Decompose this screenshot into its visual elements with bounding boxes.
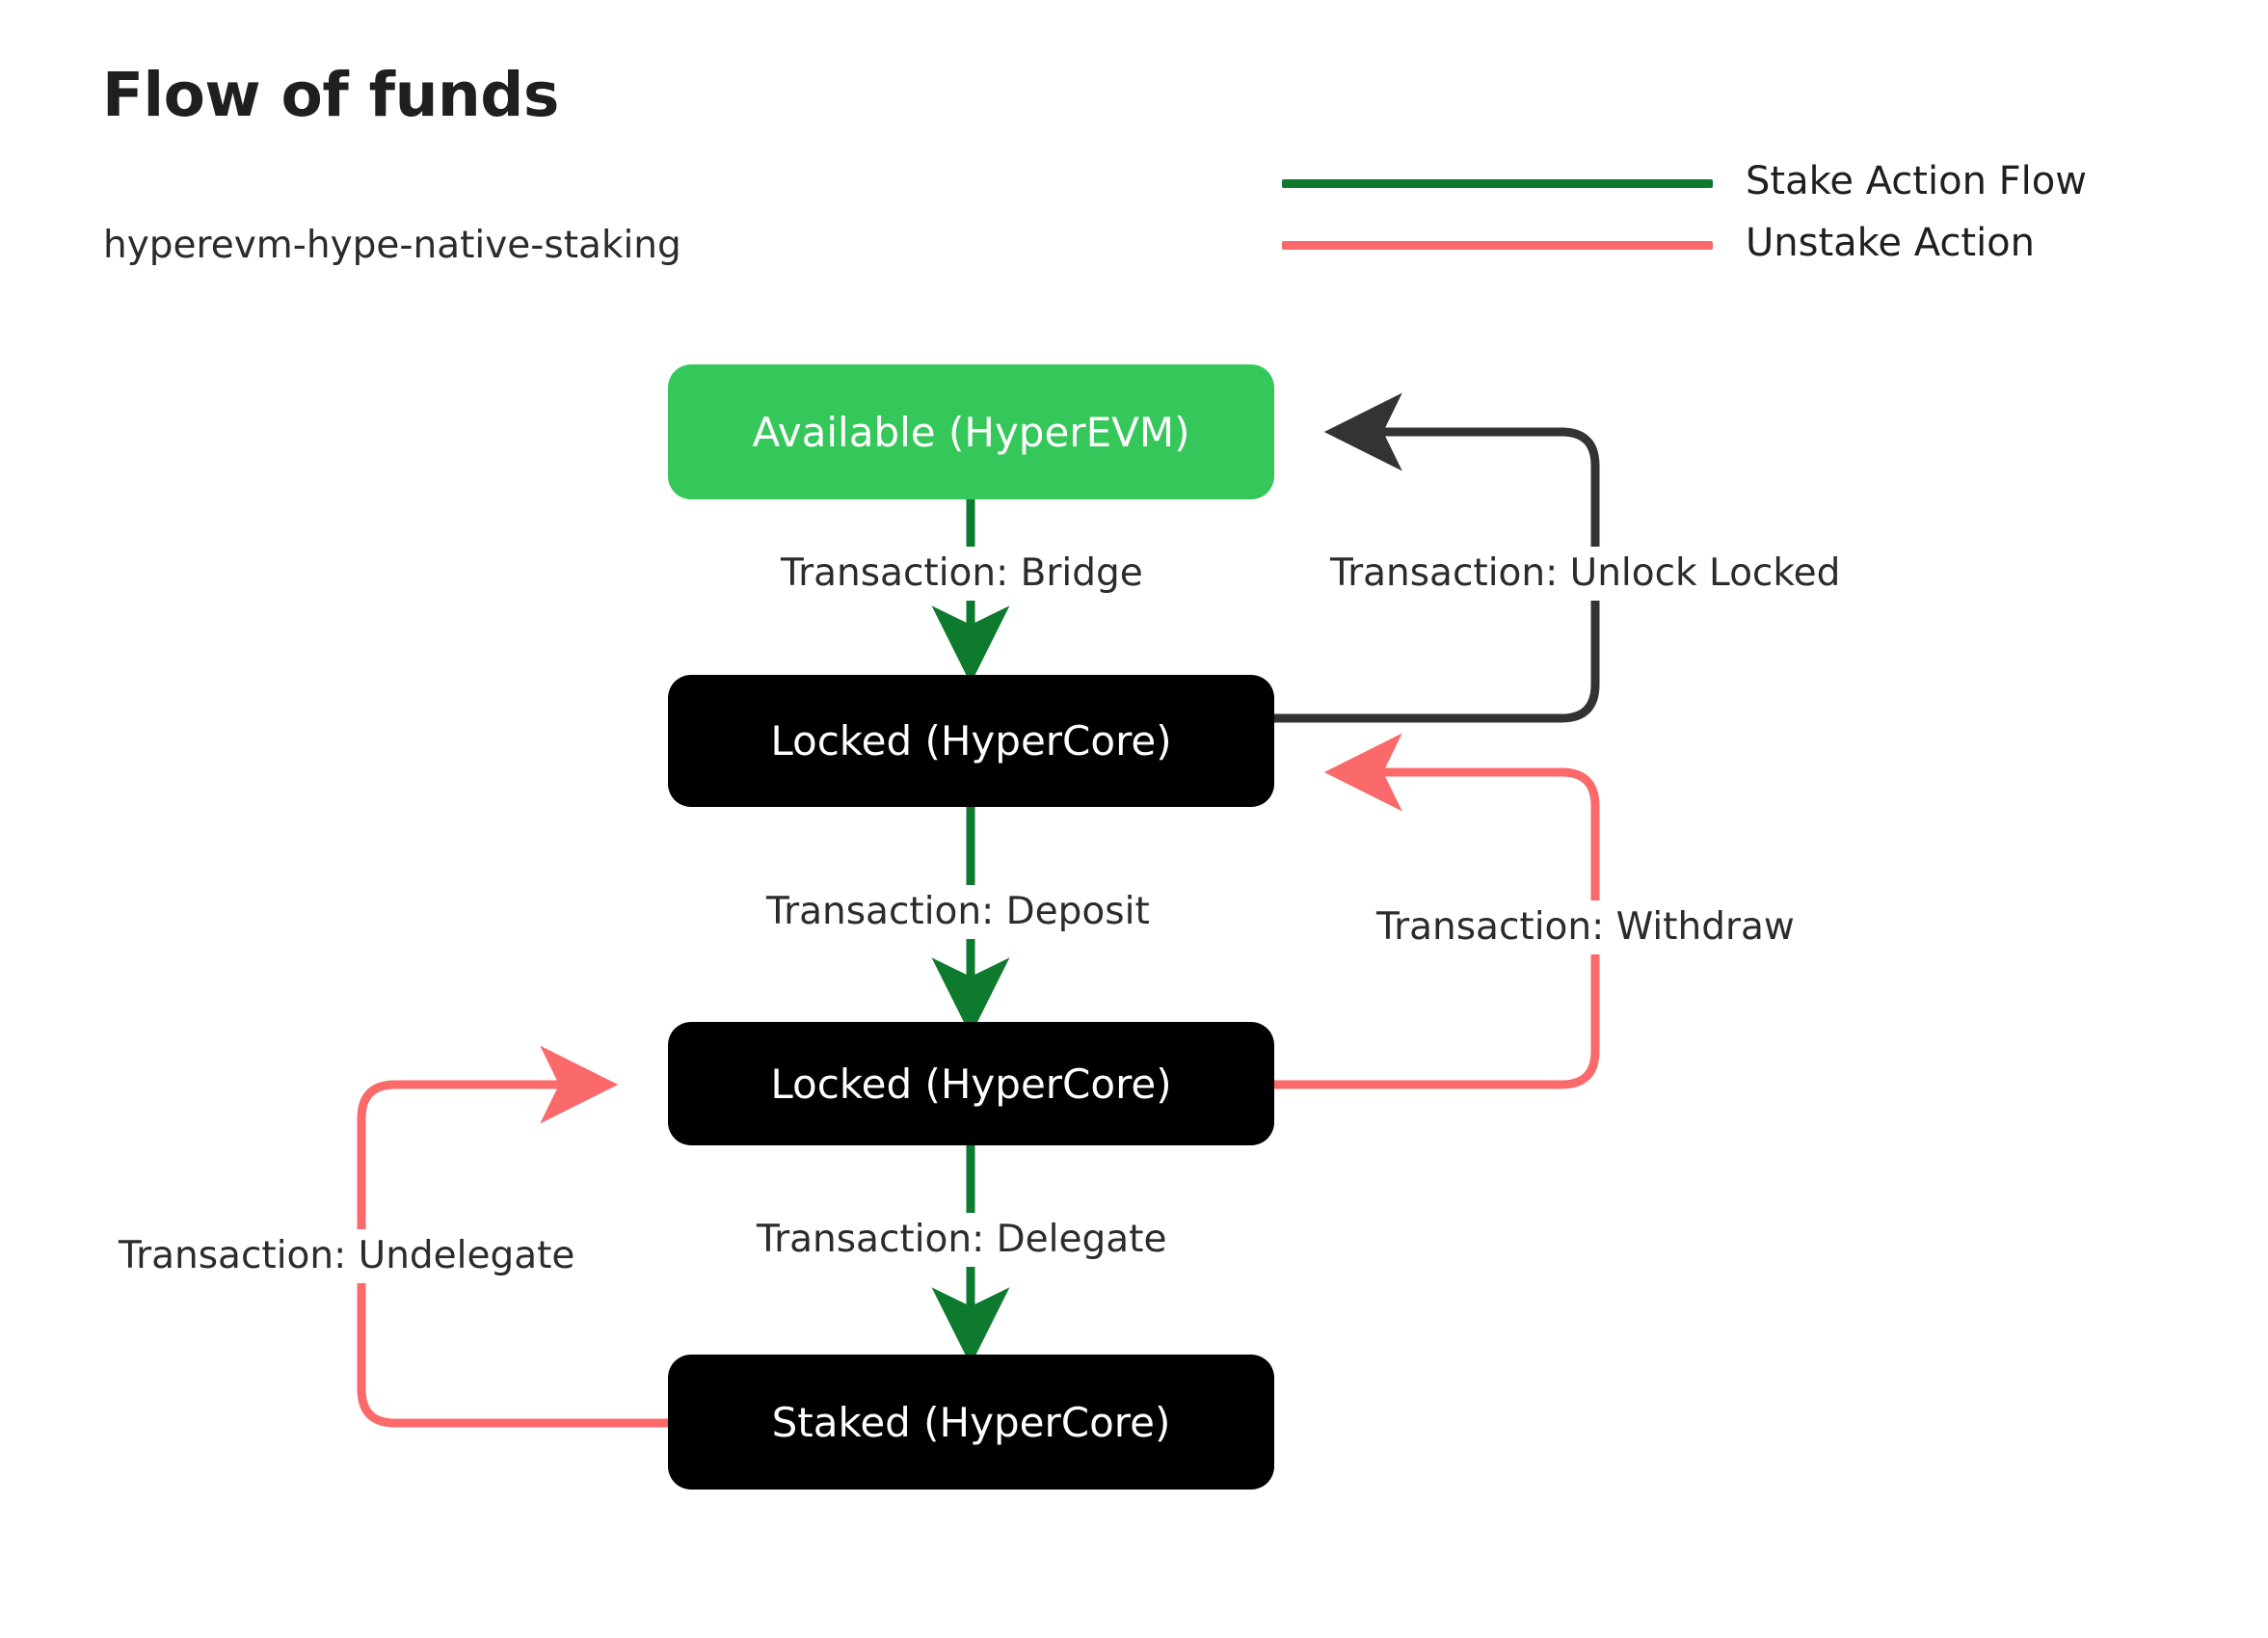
legend-label-unstake: Unstake Action — [1746, 221, 2035, 265]
edge-label-bridge: Transaction: Bridge — [771, 547, 1153, 601]
legend-label-stake: Stake Action Flow — [1746, 159, 2087, 203]
node-locked-hypercore-1[interactable]: Locked (HyperCore) — [668, 675, 1274, 807]
edge-label-withdraw: Transaction: Withdraw — [1367, 900, 1804, 954]
edge-label-delegate: Transaction: Delegate — [747, 1213, 1177, 1267]
legend-line-stake-icon — [1282, 179, 1713, 188]
node-locked-hypercore-2[interactable]: Locked (HyperCore) — [668, 1022, 1274, 1145]
page-title: Flow of funds — [102, 60, 559, 130]
edge-label-unlock-locked: Transaction: Unlock Locked — [1321, 547, 1851, 601]
node-locked1-label: Locked (HyperCore) — [770, 717, 1172, 765]
edge-label-undelegate: Transaction: Undelegate — [109, 1229, 585, 1283]
legend: Stake Action Flow Unstake Action — [1282, 154, 2246, 270]
node-staked-label: Staked (HyperCore) — [771, 1398, 1171, 1446]
edge-label-deposit: Transaction: Deposit — [757, 885, 1160, 939]
node-available-hyperevm[interactable]: Available (HyperEVM) — [668, 364, 1274, 499]
legend-line-unstake-icon — [1282, 241, 1713, 250]
node-staked-hypercore[interactable]: Staked (HyperCore) — [668, 1355, 1274, 1490]
node-locked2-label: Locked (HyperCore) — [770, 1060, 1172, 1108]
page-subtitle: hyperevm-hype-native-staking — [103, 224, 681, 267]
node-available-label: Available (HyperEVM) — [752, 408, 1190, 456]
